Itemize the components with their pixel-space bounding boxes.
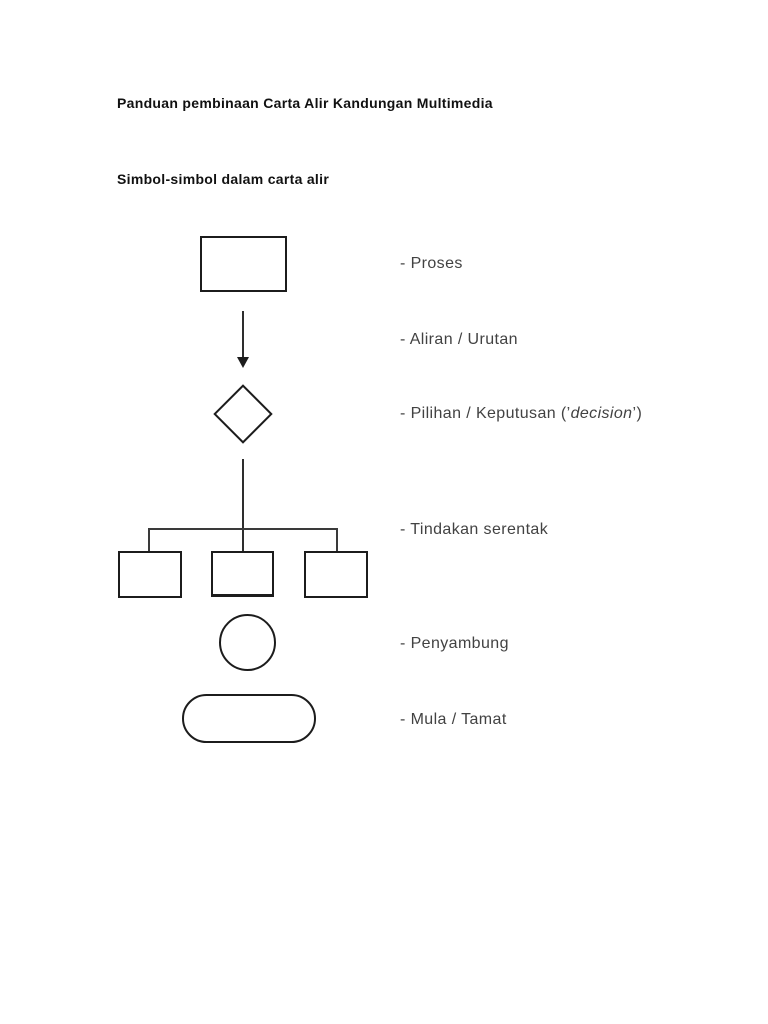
symbol-label-aliran-urutan: - Aliran / Urutan bbox=[400, 331, 518, 348]
branch-drop-right-line bbox=[336, 528, 338, 552]
process-rectangle-icon bbox=[200, 236, 287, 292]
parallel-box-right-icon bbox=[304, 551, 368, 598]
page-title: Panduan pembinaan Carta Alir Kandungan M… bbox=[117, 95, 493, 111]
branch-drop-left-line bbox=[148, 528, 150, 552]
symbol-label-penyambung: - Penyambung bbox=[400, 635, 509, 652]
symbol-label-proses: - Proses bbox=[400, 255, 463, 272]
flow-arrow-icon bbox=[242, 311, 244, 359]
branch-stem-line bbox=[242, 459, 244, 551]
decision-label-suffix: ’) bbox=[632, 405, 643, 422]
section-heading: Simbol-simbol dalam carta alir bbox=[117, 171, 330, 187]
terminator-stadium-icon bbox=[182, 694, 316, 743]
arrowhead-icon bbox=[237, 357, 249, 368]
symbol-label-mula-tamat: - Mula / Tamat bbox=[400, 711, 507, 728]
decision-label-italic: decision bbox=[570, 405, 633, 422]
symbol-label-tindakan-serentak: - Tindakan serentak bbox=[400, 521, 549, 538]
connector-circle-icon bbox=[219, 614, 276, 671]
branch-horizontal-line bbox=[148, 528, 338, 530]
decision-label-prefix: - Pilihan / Keputusan (’ bbox=[400, 405, 571, 422]
parallel-box-left-icon bbox=[118, 551, 182, 598]
decision-diamond-icon bbox=[213, 384, 273, 444]
parallel-box-center-icon bbox=[211, 551, 274, 597]
symbol-label-pilihan-keputusan: - Pilihan / Keputusan (’decision’) bbox=[400, 403, 642, 425]
